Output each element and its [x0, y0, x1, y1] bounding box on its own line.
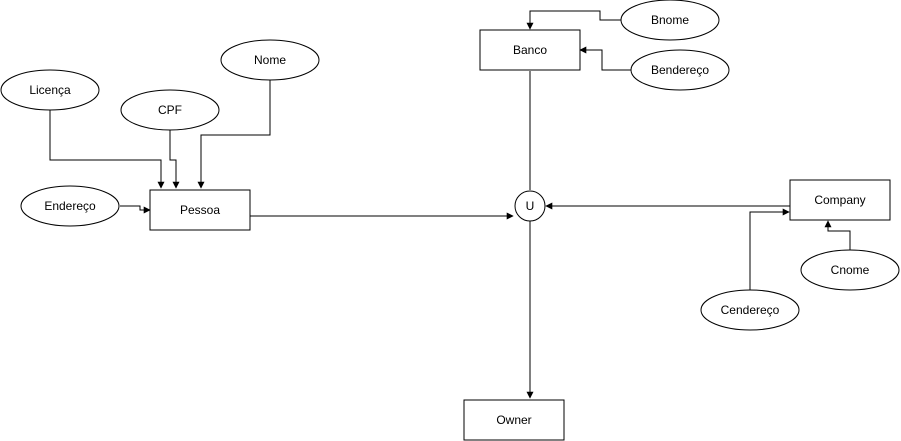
edge-cendereco-company	[749, 208, 790, 290]
attribute-bnome[interactable]: Bnome	[620, 0, 720, 41]
entity-company-label: Company	[814, 193, 865, 207]
attribute-cendereco[interactable]: Cendereço	[700, 289, 800, 331]
union-node[interactable]: U	[514, 190, 546, 222]
attribute-endereco-label: Endereço	[44, 199, 96, 213]
entity-banco[interactable]: Banco	[479, 29, 581, 71]
entity-pessoa[interactable]: Pessoa	[149, 189, 251, 231]
entity-owner[interactable]: Owner	[463, 399, 565, 441]
attribute-licenca[interactable]: Licença	[0, 69, 100, 111]
attribute-nome-label: Nome	[254, 53, 286, 67]
attribute-bnome-label: Bnome	[651, 13, 689, 27]
edge-cnome-company	[824, 220, 851, 250]
union-symbol: U	[526, 199, 535, 213]
attribute-cpf-label: CPF	[158, 103, 182, 117]
attribute-bendereco-label: Bendereço	[651, 63, 709, 77]
attribute-cnome[interactable]: Cnome	[800, 249, 900, 291]
entity-owner-label: Owner	[496, 413, 531, 427]
attribute-endereco[interactable]: Endereço	[20, 185, 120, 227]
attribute-nome[interactable]: Nome	[220, 39, 320, 81]
edge-licenca-pessoa	[49, 110, 165, 189]
edge-endereco-pessoa	[120, 205, 151, 214]
edge-cpf-pessoa	[169, 130, 180, 189]
attribute-cendereco-label: Cendereço	[721, 303, 780, 317]
attribute-licenca-label: Licença	[29, 83, 71, 97]
edges	[49, 10, 851, 399]
attribute-cnome-label: Cnome	[831, 263, 870, 277]
entity-company[interactable]: Company	[789, 179, 891, 221]
attribute-bendereco[interactable]: Bendereço	[630, 49, 730, 91]
edge-bnome-banco	[526, 10, 621, 30]
entity-pessoa-label: Pessoa	[180, 203, 220, 217]
edge-nome-pessoa	[197, 80, 271, 189]
entity-banco-label: Banco	[513, 43, 547, 57]
edge-bendereco-banco	[579, 46, 631, 71]
attribute-cpf[interactable]: CPF	[120, 89, 220, 131]
